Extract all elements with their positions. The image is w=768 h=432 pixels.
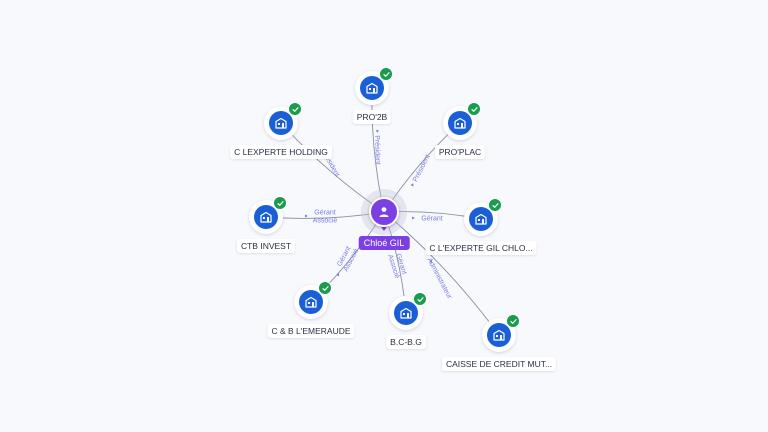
building-icon — [454, 117, 466, 129]
company-icon-badge — [360, 76, 384, 100]
relation-label-group-pro-plac: Président — [410, 154, 432, 187]
verified-badge — [506, 314, 520, 328]
company-name-label[interactable]: PRO'PLAC — [434, 145, 486, 159]
company-icon-badge — [469, 207, 493, 231]
relation-arrow — [429, 259, 433, 263]
relation-role-label: Associé — [313, 218, 338, 225]
building-icon — [260, 211, 272, 223]
building-icon — [400, 307, 412, 319]
building-icon — [305, 296, 317, 308]
verified-badge — [273, 196, 287, 210]
relation-arrow — [412, 216, 415, 220]
relation-role-label: Gérant — [421, 216, 442, 223]
checkmark-icon — [416, 296, 424, 302]
relation-arrow — [305, 214, 308, 218]
relation-arrow — [336, 273, 340, 277]
company-name-label[interactable]: C L'EXPERTE GIL CHLO... — [425, 241, 537, 255]
relation-role-label: Président — [373, 135, 381, 165]
verified-badge — [467, 102, 481, 116]
verified-badge — [488, 198, 502, 212]
company-name-label[interactable]: PRO'2B — [352, 110, 392, 124]
person-name-label[interactable]: Chloé GIL — [358, 236, 410, 250]
relation-edge-caisse — [383, 211, 500, 336]
person-icon — [379, 207, 389, 217]
company-icon-badge — [487, 323, 511, 347]
relation-label-group-c-lexperte-gil-chlo: Gérant — [412, 216, 443, 223]
relation-label-group-pro2b: Président — [373, 129, 381, 165]
company-node-ring[interactable] — [294, 281, 332, 319]
checkmark-icon — [382, 71, 390, 77]
person-pin[interactable] — [369, 197, 399, 227]
company-icon-badge — [448, 111, 472, 135]
company-node-ring[interactable] — [464, 198, 502, 236]
company-name-label[interactable]: CAISSE DE CREDIT MUT... — [441, 357, 557, 371]
company-node-ring[interactable] — [264, 102, 302, 140]
company-node-ring[interactable] — [389, 292, 427, 330]
relation-arrow — [375, 129, 379, 134]
relation-role-label: Gérant — [314, 210, 335, 217]
verified-badge — [288, 102, 302, 116]
checkmark-icon — [470, 106, 478, 112]
company-name-label[interactable]: B.C-B.G — [386, 335, 426, 349]
relation-arrow — [410, 183, 414, 187]
company-node-ring[interactable] — [443, 102, 481, 140]
company-name-label[interactable]: C & B L'EMERAUDE — [267, 324, 355, 338]
company-name-label[interactable]: C LEXPERTE HOLDING — [230, 145, 332, 159]
building-icon — [366, 82, 378, 94]
checkmark-icon — [276, 200, 284, 206]
company-node-ring[interactable] — [355, 67, 393, 105]
checkmark-icon — [491, 202, 499, 208]
verified-badge — [318, 281, 332, 295]
checkmark-icon — [321, 285, 329, 291]
company-node-ring[interactable] — [249, 196, 287, 234]
company-node-ring[interactable] — [482, 314, 520, 352]
company-icon-badge — [254, 205, 278, 229]
verified-badge — [379, 67, 393, 81]
company-icon-badge — [394, 301, 418, 325]
relation-role-label: Président — [412, 154, 432, 184]
checkmark-icon — [509, 318, 517, 324]
company-icon-badge — [299, 290, 323, 314]
building-icon — [475, 213, 487, 225]
checkmark-icon — [291, 106, 299, 112]
building-icon — [493, 329, 505, 341]
person-pin-tip — [379, 224, 389, 231]
company-name-label[interactable]: CTB INVEST — [236, 239, 296, 253]
building-icon — [275, 117, 287, 129]
verified-badge — [413, 292, 427, 306]
company-icon-badge — [269, 111, 293, 135]
